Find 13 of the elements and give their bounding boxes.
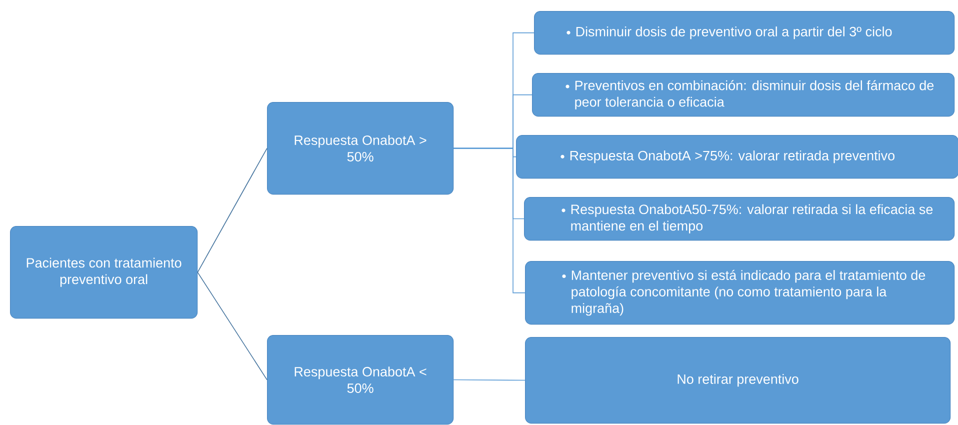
connector-line [197, 148, 268, 273]
connector-line [197, 272, 268, 380]
action-box: Preventivos en combinación: disminuir dosis del fármaco de peor tolerancia o eficacia [532, 73, 955, 117]
process-box: Respuesta OnabotA > 50% [267, 102, 454, 195]
process-box: No retirar preventivo [525, 336, 951, 424]
process-box: Respuesta OnabotA < 50% [267, 334, 454, 425]
action-box: Disminuir dosis de preventivo oral a partir del 3º ciclo [534, 10, 955, 55]
action-box: Respuesta OnabotA50-75%: valorar retirada si la eficacia se mantiene en el tiempo [524, 196, 955, 241]
start-box: Pacientes con tratamiento preventivo oral [10, 226, 198, 319]
connector-line [453, 379, 526, 381]
bracket-connector [453, 148, 526, 294]
action-box: Respuesta OnabotA >75%: valorar retirada preventivo [516, 134, 958, 179]
action-box: Mantener preventivo si está indicado para el tratamiento de patología concomitante (no como tratamiento para la migraña) [525, 261, 955, 325]
